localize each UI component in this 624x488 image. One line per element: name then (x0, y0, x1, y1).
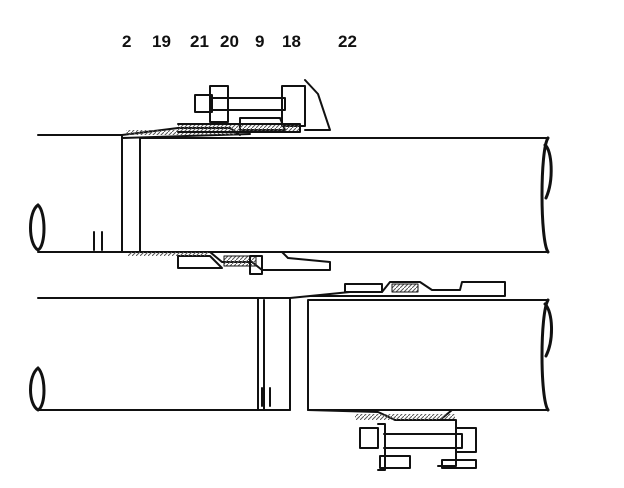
callout-20: 20 (220, 32, 239, 51)
callout-2: 2 (122, 32, 132, 51)
callout-9: 9 (255, 32, 265, 51)
lower-tick-marks (261, 387, 271, 407)
upper-top-clamp (177, 79, 331, 133)
upper-tick-marks (93, 231, 103, 251)
upper-inner-pipe (139, 137, 549, 253)
lower-inner-pipe (307, 299, 549, 411)
lower-pipe-assembly (29, 281, 553, 471)
upper-bottom-clamp (121, 251, 331, 275)
lower-left-pipe-end (29, 366, 46, 412)
callout-22: 22 (338, 32, 357, 51)
upper-right-pipe-end (540, 136, 553, 254)
lower-bottom-clamp (307, 409, 501, 471)
upper-left-pipe-end (29, 203, 46, 252)
callout-21: 21 (190, 32, 209, 51)
lower-right-pipe-end (540, 298, 553, 412)
callout-19: 19 (152, 32, 171, 51)
upper-outer-pipe (37, 134, 123, 253)
upper-pipe-assembly (29, 79, 553, 275)
lower-pipe-taper (257, 297, 291, 411)
lower-top-clamp (289, 281, 506, 299)
callout-18: 18 (282, 32, 301, 51)
lower-outer-pipe (37, 297, 291, 411)
